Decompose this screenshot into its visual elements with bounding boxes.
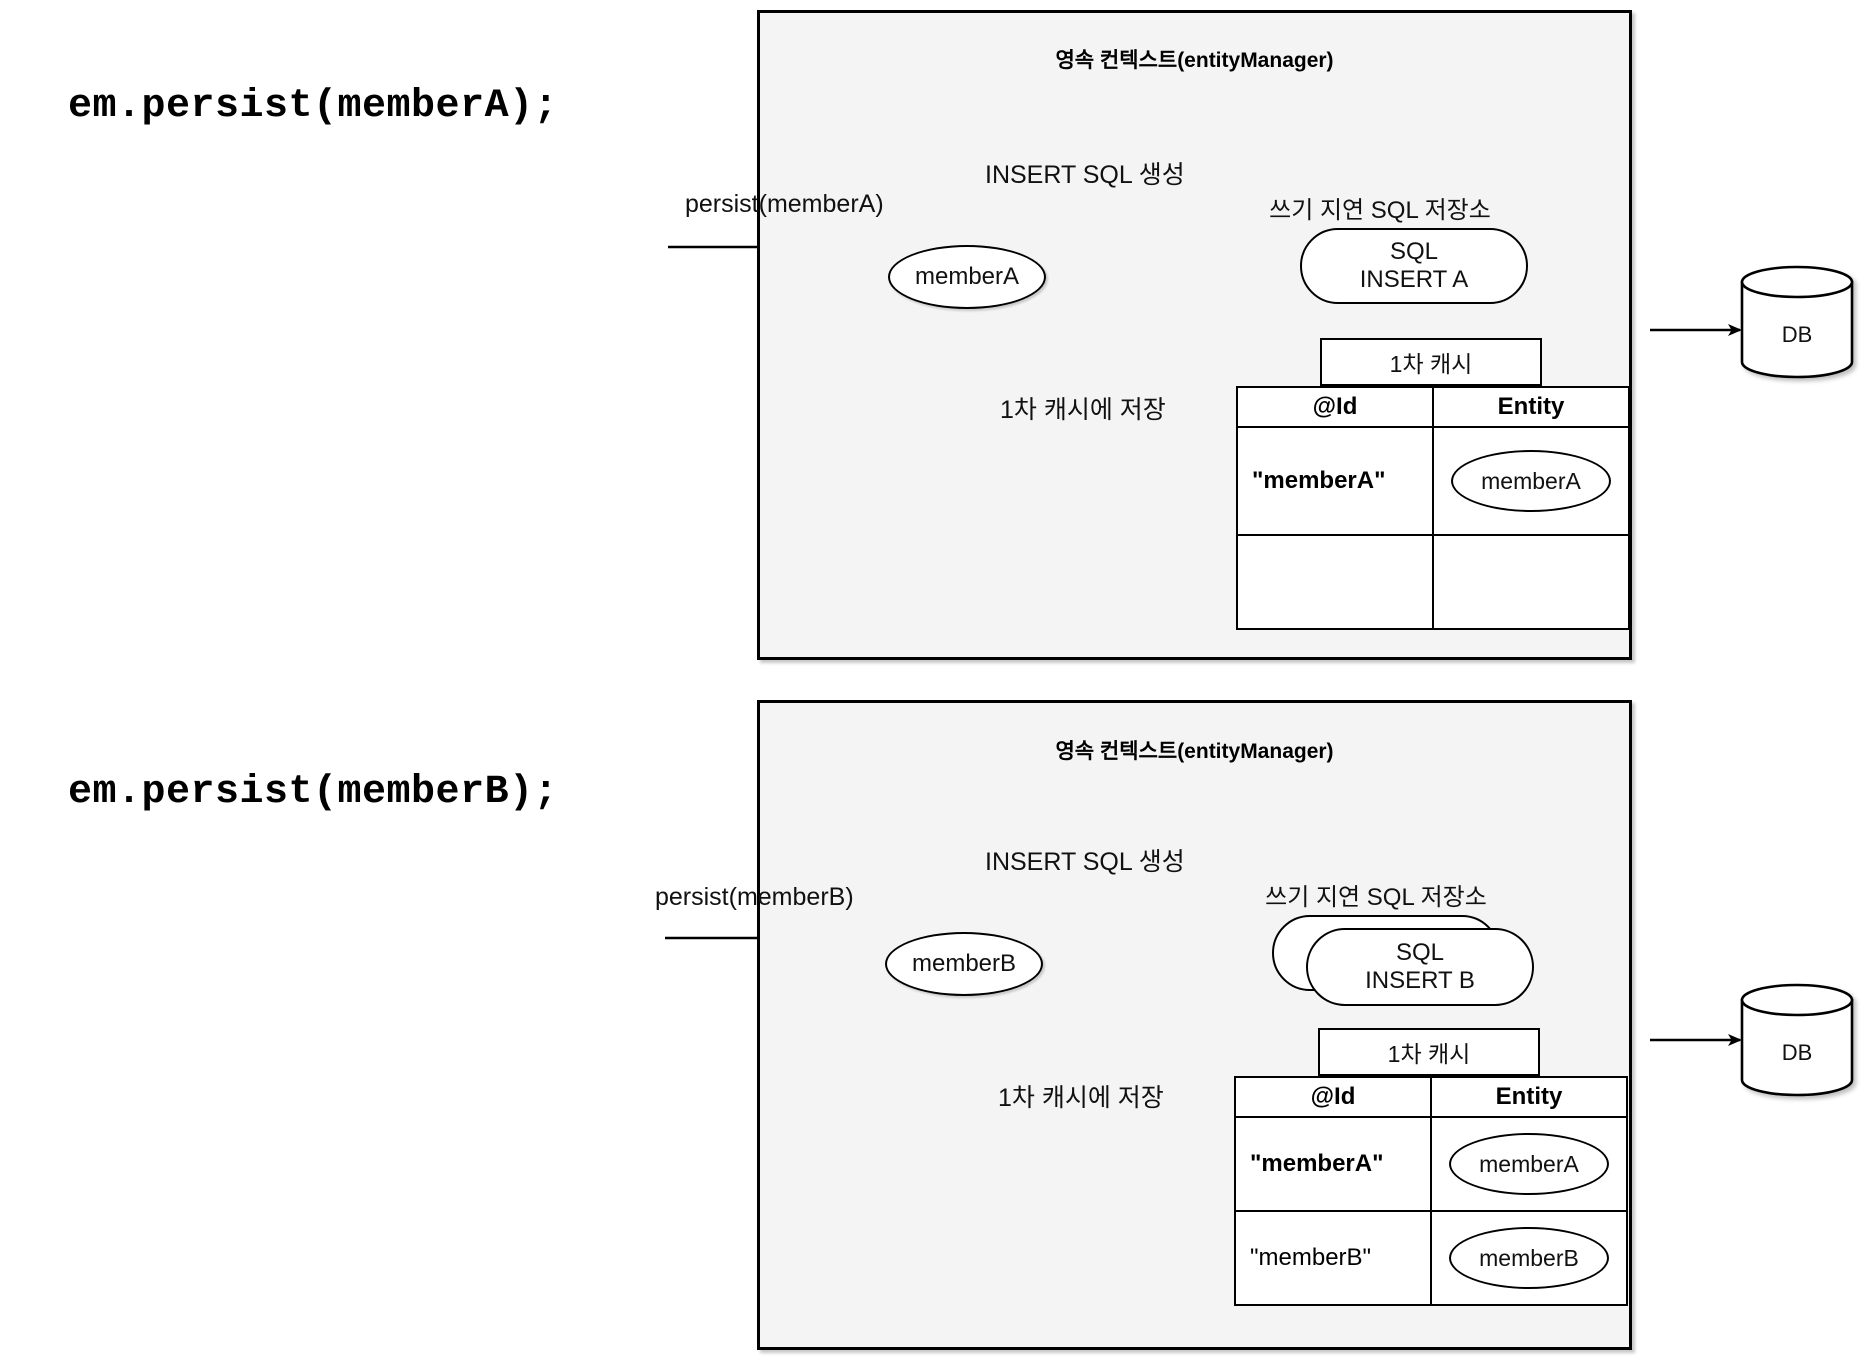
col-header-id: @Id [1234, 1076, 1432, 1118]
col-header-id: @Id [1236, 386, 1434, 428]
col-header-entity: Entity [1432, 386, 1630, 428]
sql-store-title-1: 쓰기 지연 SQL 저장소 [1269, 197, 1491, 224]
col-header-entity: Entity [1430, 1076, 1628, 1118]
entity-wrap [1434, 536, 1628, 628]
cell-id: "memberA" [1234, 1116, 1432, 1212]
cell-entity: memberA [1430, 1116, 1628, 1212]
entity-wrap: memberA [1434, 428, 1628, 534]
persist-arrow-label-2: persist(memberB) [655, 883, 854, 911]
db-label-1: DB [1781, 322, 1813, 347]
cache-store-label-1: 1차 캐시에 저장 [1000, 396, 1166, 424]
queued-sql-line1: SQL [1395, 939, 1445, 967]
cell-entity: memberB [1430, 1210, 1628, 1306]
table-row: "memberA" memberA [1234, 1116, 1628, 1212]
panel-title-2: 영속 컨텍스트(entityManager) [1055, 740, 1334, 763]
cell-entity: memberA [1432, 426, 1630, 536]
insert-sql-label-2: INSERT SQL 생성 [985, 848, 1185, 876]
entity-node-2: memberB [885, 932, 1043, 996]
entity-node-1: memberA [888, 245, 1046, 309]
table-header-row: @Id Entity [1234, 1076, 1628, 1118]
cell-entity [1432, 534, 1630, 630]
queued-sql-a-1: SQL INSERT A [1300, 228, 1528, 304]
panel-title-1: 영속 컨텍스트(entityManager) [1055, 49, 1334, 72]
table-header-row: @Id Entity [1236, 386, 1630, 428]
first-level-cache-table-2: @Id Entity "memberA" memberA "memberB" m… [1234, 1076, 1628, 1306]
table-row: "memberA" memberA [1236, 426, 1630, 536]
cache-store-label-2: 1차 캐시에 저장 [998, 1084, 1164, 1112]
cell-id [1236, 534, 1434, 630]
cell-id: "memberA" [1236, 426, 1434, 536]
cache-title-box-2: 1차 캐시 [1318, 1028, 1540, 1076]
queued-sql-line2: INSERT B [1365, 967, 1475, 994]
cache-title-box-1: 1차 캐시 [1320, 338, 1542, 386]
code-label-persist-b: em.persist(memberB); [68, 770, 559, 815]
table-row [1236, 534, 1630, 630]
entity-wrap: memberB [1432, 1212, 1626, 1304]
table-row: "memberB" memberB [1234, 1210, 1628, 1306]
code-label-persist-a: em.persist(memberA); [68, 84, 559, 129]
entity-ellipse: memberA [1451, 450, 1611, 512]
insert-sql-label-1: INSERT SQL 생성 [985, 161, 1185, 189]
db-label-2: DB [1781, 1040, 1813, 1065]
sql-store-title-2: 쓰기 지연 SQL 저장소 [1265, 884, 1487, 911]
persist-arrow-label-1: persist(memberA) [685, 190, 884, 218]
queued-sql-b-2: SQL INSERT B [1306, 928, 1534, 1006]
entity-ellipse: memberB [1449, 1227, 1609, 1289]
entity-wrap: memberA [1432, 1118, 1626, 1210]
queued-sql-line2: INSERT A [1359, 266, 1469, 293]
entity-ellipse: memberA [1449, 1133, 1609, 1195]
cell-id: "memberB" [1234, 1210, 1432, 1306]
first-level-cache-table-1: @Id Entity "memberA" memberA [1236, 386, 1630, 630]
queued-sql-line1: SQL [1389, 238, 1439, 266]
